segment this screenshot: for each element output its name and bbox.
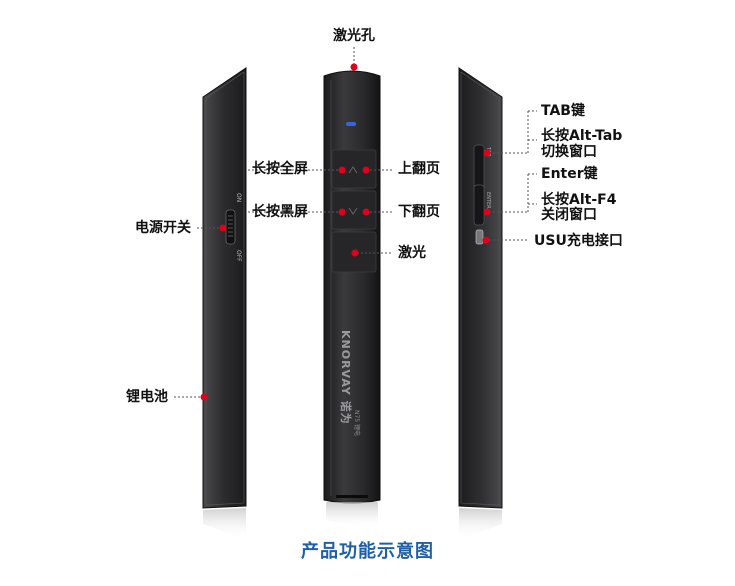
label-power-switch: 电源开关	[135, 220, 191, 236]
device-front: KNORVAY 诺为 N75 锂电	[323, 70, 381, 530]
switch-off-text: OFF	[235, 250, 242, 262]
device-right-side: TAB ENTER	[458, 67, 503, 540]
enter-print: ENTER	[485, 192, 491, 209]
usb-port	[475, 229, 484, 245]
device-left-side: ON OFF	[202, 67, 247, 540]
button-lower	[331, 190, 377, 230]
brand-text: KNORVAY 诺为	[339, 330, 353, 425]
power-switch-slot	[225, 209, 236, 245]
diagram-caption: 产品功能示意图	[301, 541, 434, 562]
label-lithium-battery: 锂电池	[126, 389, 168, 405]
label-usb-port: USU充电接口	[534, 233, 623, 249]
label-page-up: 上翻页	[398, 161, 440, 177]
label-laser-hole: 激光孔	[333, 28, 375, 44]
callout-dots	[200, 63, 491, 401]
laser-indicator-led	[346, 122, 356, 126]
label-enter-key: Enter键	[541, 166, 598, 182]
label-tab-key: TAB键	[541, 103, 585, 119]
switch-on-text: ON	[235, 193, 242, 202]
model-text: N75 锂电	[353, 410, 361, 436]
label-alt-f4-line2: 关闭窗口	[541, 207, 597, 223]
label-alt-tab-line2: 切换窗口	[541, 144, 597, 160]
label-page-down: 下翻页	[398, 204, 440, 220]
label-alt-f4-line1: 长按Alt-F4	[541, 192, 617, 208]
enter-button	[473, 184, 485, 226]
label-alt-tab-line1: 长按Alt-Tab	[541, 128, 623, 144]
label-long-press-fullscreen: 长按全屏	[252, 161, 308, 177]
label-long-press-black-screen: 长按黑屏	[252, 204, 308, 220]
label-laser: 激光	[398, 245, 426, 261]
